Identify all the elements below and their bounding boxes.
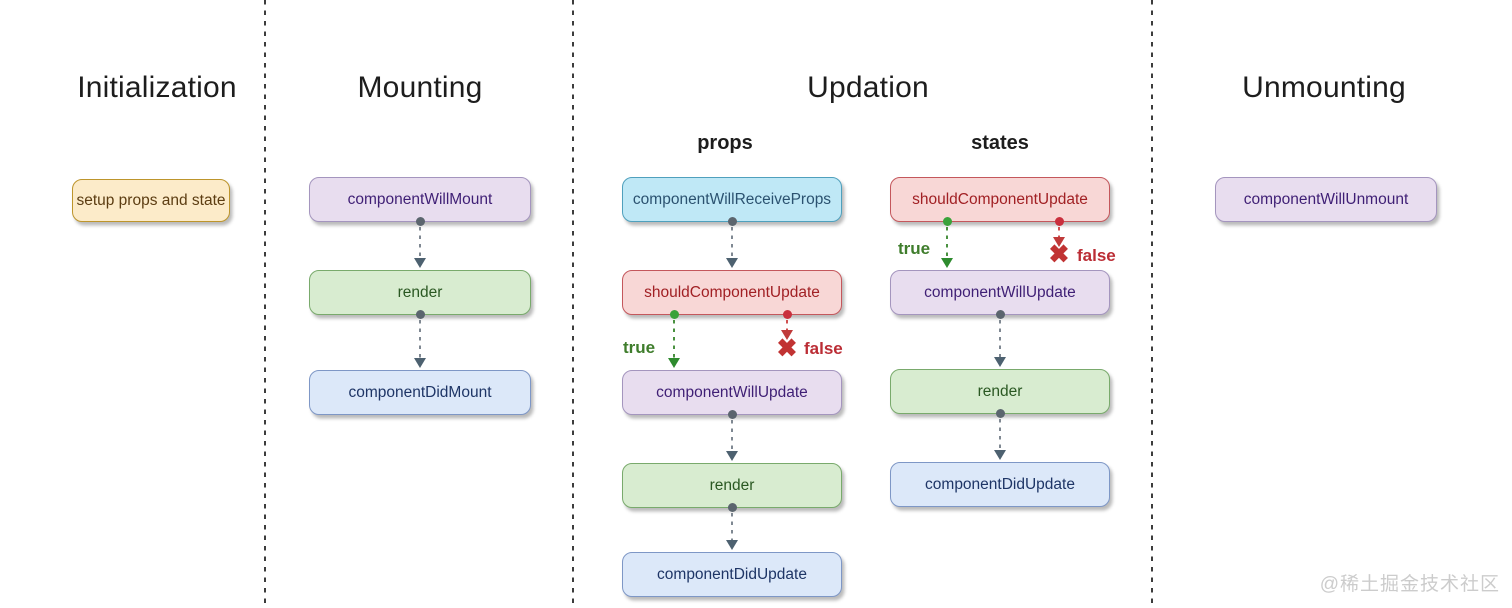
flow-origin-dot [669, 310, 679, 319]
flow-arrow-false-branch [1052, 217, 1066, 247]
false-x-icon: ✖ [776, 334, 798, 363]
node-states-shouldcomponentupdate: shouldComponentUpdate [890, 177, 1110, 222]
node-props-componentdidupdate: componentDidUpdate [622, 552, 842, 597]
flow-dash [999, 418, 1001, 451]
flow-dash [731, 226, 733, 259]
node-states-componentdidupdate: componentDidUpdate [890, 462, 1110, 507]
flow-dash [673, 319, 675, 359]
states-false-label: false [1077, 246, 1116, 265]
arrowhead-icon [994, 450, 1006, 460]
node-props-componentwillupdate: componentWillUpdate [622, 370, 842, 415]
flow-arrow [413, 217, 427, 268]
node-setup-props-and-state: setup props and state [72, 179, 230, 222]
flow-origin-dot [727, 217, 737, 226]
flow-dash [999, 319, 1001, 358]
flow-dash [731, 512, 733, 541]
states-true-label: true [898, 239, 931, 258]
flow-origin-dot [995, 409, 1005, 418]
flow-arrow [725, 217, 739, 268]
arrowhead-icon [994, 357, 1006, 367]
column-divider [1151, 0, 1153, 608]
node-mounting-render: render [309, 270, 531, 315]
flow-dash [419, 226, 421, 259]
arrowhead-icon [414, 258, 426, 268]
node-states-componentwillupdate: componentWillUpdate [890, 270, 1110, 315]
column-divider [572, 0, 574, 608]
arrowhead-icon [668, 358, 680, 368]
flow-dash [731, 419, 733, 452]
node-props-render: render [622, 463, 842, 508]
flow-arrow [725, 503, 739, 550]
subtitle-props: props [697, 132, 753, 154]
node-states-render: render [890, 369, 1110, 414]
arrowhead-icon [726, 540, 738, 550]
arrowhead-icon [1053, 237, 1065, 247]
flow-origin-dot [727, 503, 737, 512]
subtitle-states: states [971, 132, 1029, 154]
node-props-shouldcomponentupdate: shouldComponentUpdate [622, 270, 842, 315]
arrowhead-icon [726, 258, 738, 268]
flow-origin-dot [782, 310, 792, 319]
flow-dash [419, 319, 421, 359]
node-componentdidmount: componentDidMount [309, 370, 531, 415]
flow-origin-dot [942, 217, 952, 226]
node-componentwillmount: componentWillMount [309, 177, 531, 222]
flow-arrow-true-branch [667, 310, 681, 368]
flow-arrow-true-branch [940, 217, 954, 268]
node-componentwillreceiveprops: componentWillReceiveProps [622, 177, 842, 222]
phase-title-unmounting: Unmounting [1242, 71, 1406, 104]
phase-title-mounting: Mounting [357, 71, 483, 104]
flow-origin-dot [1054, 217, 1064, 226]
arrowhead-icon [414, 358, 426, 368]
flow-arrow-false-branch [780, 310, 794, 340]
node-componentwillunmount: componentWillUnmount [1215, 177, 1437, 222]
arrowhead-icon [941, 258, 953, 268]
flow-origin-dot [995, 310, 1005, 319]
flow-arrow [993, 310, 1007, 367]
phase-title-initialization: Initialization [77, 71, 237, 104]
flow-arrow [993, 409, 1007, 460]
column-divider [264, 0, 266, 608]
phase-title-updation: Updation [807, 71, 929, 104]
flow-arrow [725, 410, 739, 461]
arrowhead-icon [726, 451, 738, 461]
flow-dash [1058, 226, 1060, 238]
flow-origin-dot [727, 410, 737, 419]
flow-dash [946, 226, 948, 259]
arrowhead-icon [781, 330, 793, 340]
flow-origin-dot [415, 310, 425, 319]
flow-origin-dot [415, 217, 425, 226]
props-true-label: true [623, 338, 656, 357]
flow-dash [786, 319, 788, 331]
props-false-label: false [804, 339, 843, 358]
flow-arrow [413, 310, 427, 368]
watermark: @稀土掘金技术社区 [1319, 574, 1500, 595]
false-x-icon: ✖ [1048, 240, 1070, 269]
